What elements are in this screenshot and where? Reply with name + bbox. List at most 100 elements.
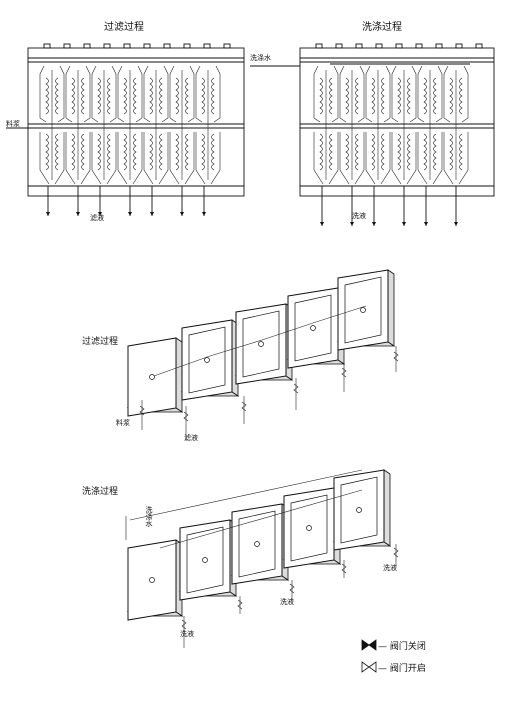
filter-cloth [81, 133, 85, 171]
plate-wall [391, 65, 399, 123]
valve-open-icon [393, 351, 399, 362]
filter-cloth [329, 77, 333, 115]
plate-wall [83, 65, 91, 123]
valve-open-icon [341, 367, 347, 378]
plate-edge [387, 269, 395, 347]
filter-cloth [97, 133, 101, 171]
port-hole [254, 541, 260, 547]
filter-cloth [211, 77, 215, 115]
plate-wall [313, 65, 321, 123]
filter-cloth [345, 133, 349, 171]
port-hole [149, 577, 155, 583]
top-left-feed-label: 料浆 [6, 119, 20, 128]
plate-wall [357, 65, 365, 123]
wash-plate-5 [332, 469, 392, 551]
legend-open-label: — 阀门开启 [378, 662, 426, 674]
plate-wall [339, 65, 347, 123]
plate-wall [365, 65, 373, 123]
filter-cloth [459, 77, 463, 115]
plate-wall [117, 132, 128, 185]
bottom-exploded: 洗涤过程 洗涤水 洗液 洗液 洗液 [82, 469, 399, 648]
filter-cloth [449, 77, 453, 115]
port-hole [310, 325, 316, 331]
channel-stud [375, 43, 383, 49]
filter-cloth [107, 77, 111, 115]
plate-edge [175, 337, 183, 413]
channel-stud [203, 43, 211, 49]
filter-cloth [459, 133, 463, 171]
plate-edge [383, 469, 391, 547]
filter-cloth [407, 77, 411, 115]
filter-cloth [133, 133, 137, 171]
filter-cloth [371, 77, 375, 115]
flow-line [209, 339, 263, 357]
flow-line [153, 355, 211, 377]
filter-cloth [159, 133, 163, 171]
wash-channel-line [129, 469, 363, 521]
arrow-head-icon [98, 212, 102, 216]
arrow-head-icon [180, 212, 184, 216]
plate-wall [65, 132, 76, 185]
plate-wall [187, 65, 195, 123]
filter-cloth [185, 133, 189, 171]
filter-cloth [423, 77, 427, 115]
plate-wall [391, 132, 402, 185]
channel-stud [123, 43, 131, 49]
filter-cloth [149, 133, 153, 171]
wash-plate-2 [178, 519, 238, 601]
top-right-wash-label: 洗涤水 [250, 53, 271, 62]
plate-wall [461, 65, 469, 123]
plate-4 [286, 287, 346, 369]
plate-wall [91, 132, 102, 185]
press-frame [27, 47, 245, 197]
filter-cloth [329, 133, 333, 171]
plate-wall [65, 65, 73, 123]
legend-closed-label: — 阀门关闭 [378, 640, 426, 652]
plate-wall [158, 132, 169, 185]
plate-wall [161, 65, 169, 123]
channel-stud [475, 43, 483, 49]
channel-stud [335, 43, 343, 49]
filter-cloth [433, 133, 437, 171]
filter-cloth [319, 133, 323, 171]
filter-cloth [149, 77, 153, 115]
plate-wall [417, 65, 425, 123]
valve-open-icon [183, 411, 189, 422]
filter-cloth [355, 133, 359, 171]
valve-open-icon [139, 405, 145, 416]
port-hole [356, 507, 362, 513]
channel-stud [143, 43, 151, 49]
bottom-wash-label: 洗涤水 [145, 505, 153, 527]
filter-cloth [201, 133, 205, 171]
plate-wall [169, 65, 177, 123]
filter-cloth [55, 133, 59, 171]
plate-wall [354, 132, 365, 185]
arrow-head-icon [202, 212, 206, 216]
port-hole [149, 374, 155, 380]
arrow-head-icon [46, 212, 50, 216]
filter-cloth [123, 133, 127, 171]
middle-title: 过滤过程 [82, 335, 118, 347]
wash-plate-1 [126, 539, 184, 621]
bottom-filtrate-label-1: 洗液 [180, 629, 194, 638]
port-hole [204, 357, 210, 363]
plate-wall [443, 132, 454, 185]
valve-open-icon [341, 563, 347, 574]
filter-cloth [107, 133, 111, 171]
filter-cloth [345, 77, 349, 115]
filter-cloth [45, 133, 49, 171]
filter-cloth [81, 77, 85, 115]
filter-cloth [211, 133, 215, 171]
plate-wall [184, 132, 195, 185]
plate-1 [126, 337, 184, 417]
arrow-head-icon [150, 212, 154, 216]
plate-wall [328, 132, 339, 185]
channel-stud [83, 43, 91, 49]
filter-cloth [71, 133, 75, 171]
plate-3 [234, 303, 294, 385]
plate-wall [132, 132, 143, 185]
filter-cloth [423, 133, 427, 171]
plate-wall [109, 65, 117, 123]
plate-wall [80, 132, 91, 185]
